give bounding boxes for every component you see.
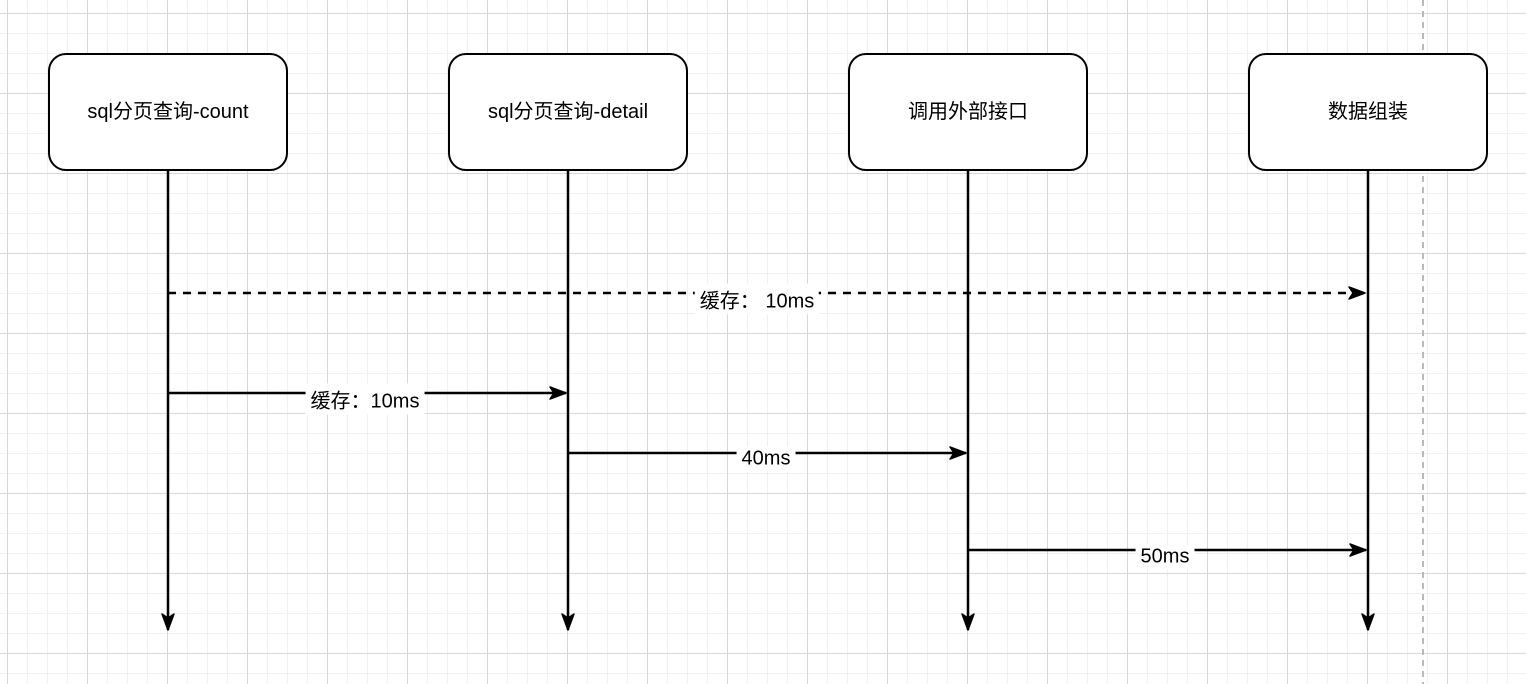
- actor-label: sql分页查询-detail: [487, 100, 649, 123]
- actor-label: 数据组装: [1328, 100, 1408, 123]
- actor-box-sql-detail[interactable]: sql分页查询-detail: [448, 53, 688, 171]
- message-label-40ms[interactable]: 40ms: [736, 446, 796, 472]
- actor-label: sql分页查询-count: [87, 100, 249, 123]
- actor-label: 调用外部接口: [908, 100, 1028, 123]
- actor-box-data-assembly[interactable]: 数据组装: [1248, 53, 1488, 171]
- message-label-cache-solid[interactable]: 缓存：10ms: [305, 383, 425, 415]
- actor-box-external-api[interactable]: 调用外部接口: [848, 53, 1088, 171]
- page-break-line: [1422, 0, 1424, 684]
- message-label-50ms[interactable]: 50ms: [1135, 544, 1195, 570]
- actor-box-sql-count[interactable]: sql分页查询-count: [48, 53, 288, 171]
- message-label-cache-dashed[interactable]: 缓存： 10ms: [694, 283, 820, 315]
